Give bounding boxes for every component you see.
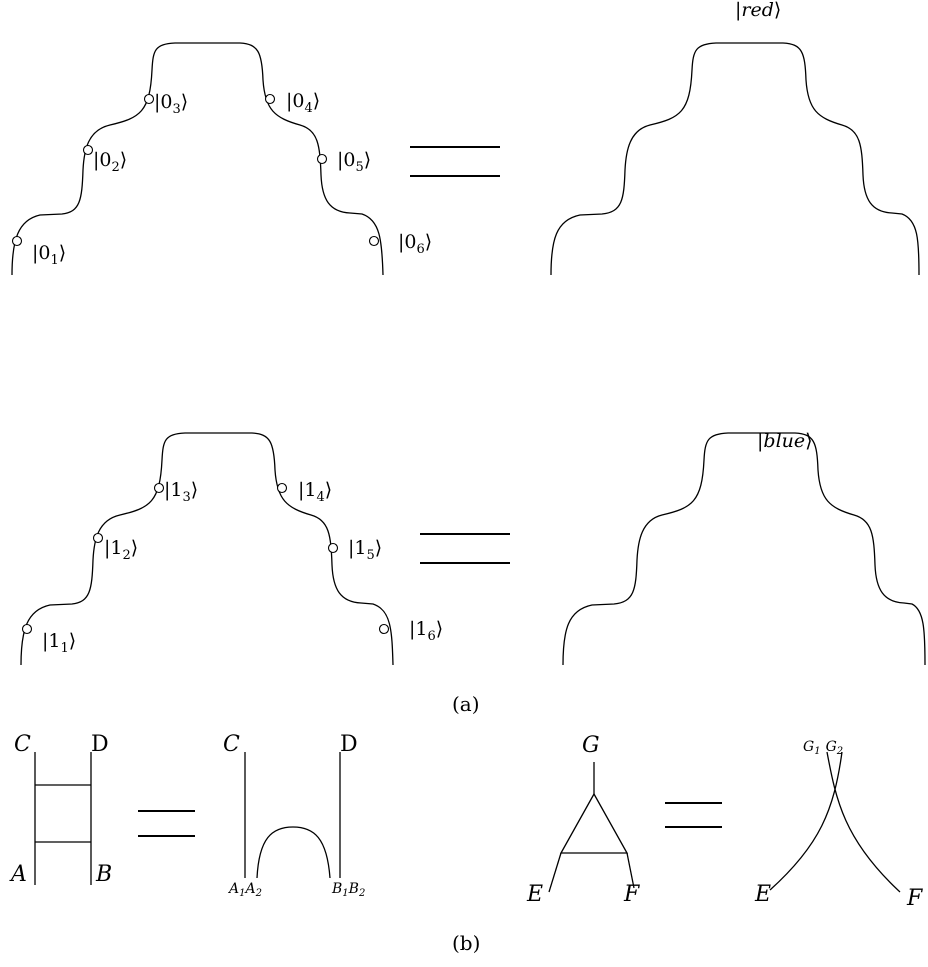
row-red-left-curve (11, 42, 384, 276)
row-red-dots (11, 93, 380, 247)
node-marker (153, 482, 165, 494)
ket-label: |03⟩ (154, 91, 188, 117)
ket-label: |01⟩ (32, 242, 66, 268)
row-blue-equals-sign (420, 533, 510, 564)
label-b: B (95, 862, 112, 887)
row-red-right-curve (550, 42, 920, 276)
ket-label: |13⟩ (164, 479, 198, 505)
row-red-ket-labels: |01⟩ |02⟩ |03⟩ |04⟩ |05⟩ |06⟩ (32, 90, 432, 268)
row-blue-left-curve (20, 432, 394, 666)
triangle-equals-sign (665, 802, 722, 828)
node-marker (82, 144, 94, 156)
label-d: D (91, 732, 109, 757)
ket-label: |15⟩ (348, 537, 382, 563)
label-g: G (582, 733, 600, 758)
ket-label: |14⟩ (298, 479, 332, 505)
ket-label: |11⟩ (42, 630, 76, 656)
label-e-rhs: E (754, 882, 771, 907)
ladder-equals-sign (138, 810, 195, 837)
label-f-rhs: F (906, 886, 923, 911)
row-red-equals-sign (410, 146, 500, 177)
node-marker (11, 235, 23, 247)
node-marker (368, 235, 380, 247)
label-e: E (526, 882, 543, 907)
node-marker (316, 153, 328, 165)
label-b1-b2: B1B2 (331, 881, 365, 899)
node-marker (264, 93, 276, 105)
triangle-rhs (769, 751, 901, 893)
row-blue-right-curve (562, 432, 926, 666)
node-marker (327, 542, 339, 554)
label-d-rhs: D (340, 732, 358, 757)
ket-label: |02⟩ (93, 149, 127, 175)
ladder-lhs (34, 752, 92, 885)
ladder-rhs (244, 752, 341, 879)
ket-label-red: |red⟩ (735, 0, 781, 21)
caption-b: (b) (452, 931, 480, 955)
node-marker (378, 623, 390, 635)
node-marker (143, 93, 155, 105)
label-a: A (9, 862, 27, 887)
caption-a: (a) (452, 692, 480, 716)
row-blue-ket-labels: |11⟩ |12⟩ |13⟩ |14⟩ |15⟩ |16⟩ (42, 479, 443, 656)
node-marker (276, 482, 288, 494)
label-a1-a2: A1A2 (227, 881, 262, 899)
label-c-rhs: C (223, 732, 240, 757)
node-marker (21, 623, 33, 635)
ket-label: |04⟩ (286, 90, 320, 116)
ket-label: |06⟩ (398, 231, 432, 257)
triangle-lhs (548, 762, 635, 893)
label-f: F (623, 882, 640, 907)
ket-label-blue: |blue⟩ (757, 430, 813, 452)
node-marker (92, 532, 104, 544)
ket-label: |05⟩ (337, 149, 371, 175)
row-blue-dots (21, 482, 390, 635)
label-c: C (14, 732, 31, 757)
ket-label: |12⟩ (104, 537, 138, 563)
ket-label: |16⟩ (409, 618, 443, 644)
